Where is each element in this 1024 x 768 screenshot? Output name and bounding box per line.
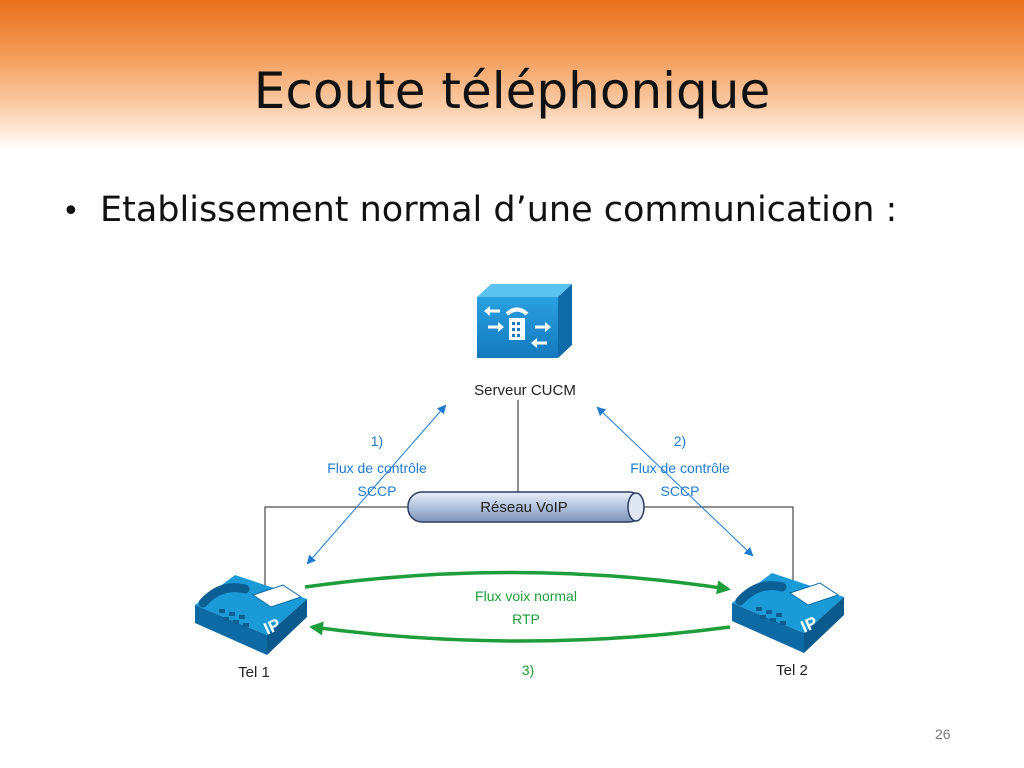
page-number: 26 [935,726,951,742]
voice-flow-arrow-forward [304,570,731,595]
network-label: Réseau VoIP [480,499,568,516]
ip-phone-icon: IP [195,575,307,655]
step2-line1: Flux de contrôle [630,460,730,476]
ip-phone-icon: IP [732,573,844,653]
bullet-dot-icon: • [62,194,80,229]
tel1-badge: IP [261,615,283,639]
step3-line2: RTP [512,611,540,627]
step2-number: 2) [674,433,686,449]
control-flow-arrow-2 [596,406,754,557]
server-label: Serveur CUCM [474,382,576,399]
tel1-label: Tel 1 [238,664,270,681]
cucm-server-icon [477,284,572,358]
slide-title: Ecoute téléphonique [253,62,771,120]
step1-line2: SCCP [358,483,397,499]
tel2-label: Tel 2 [776,662,808,679]
bullet-text: Etablissement normal d’une communication… [100,190,898,230]
tel2-badge: IP [798,613,820,637]
title-banner [0,0,1024,150]
step3-number: 3) [522,662,534,678]
voice-flow-arrow-return [309,621,731,643]
control-flow-arrow-1 [306,404,447,565]
bullet-item: • Etablissement normal d’une communicati… [62,190,897,230]
step1-number: 1) [371,433,383,449]
step3-line1: Flux voix normal [475,588,577,604]
step1-line1: Flux de contrôle [327,460,427,476]
step2-line2: SCCP [661,483,700,499]
